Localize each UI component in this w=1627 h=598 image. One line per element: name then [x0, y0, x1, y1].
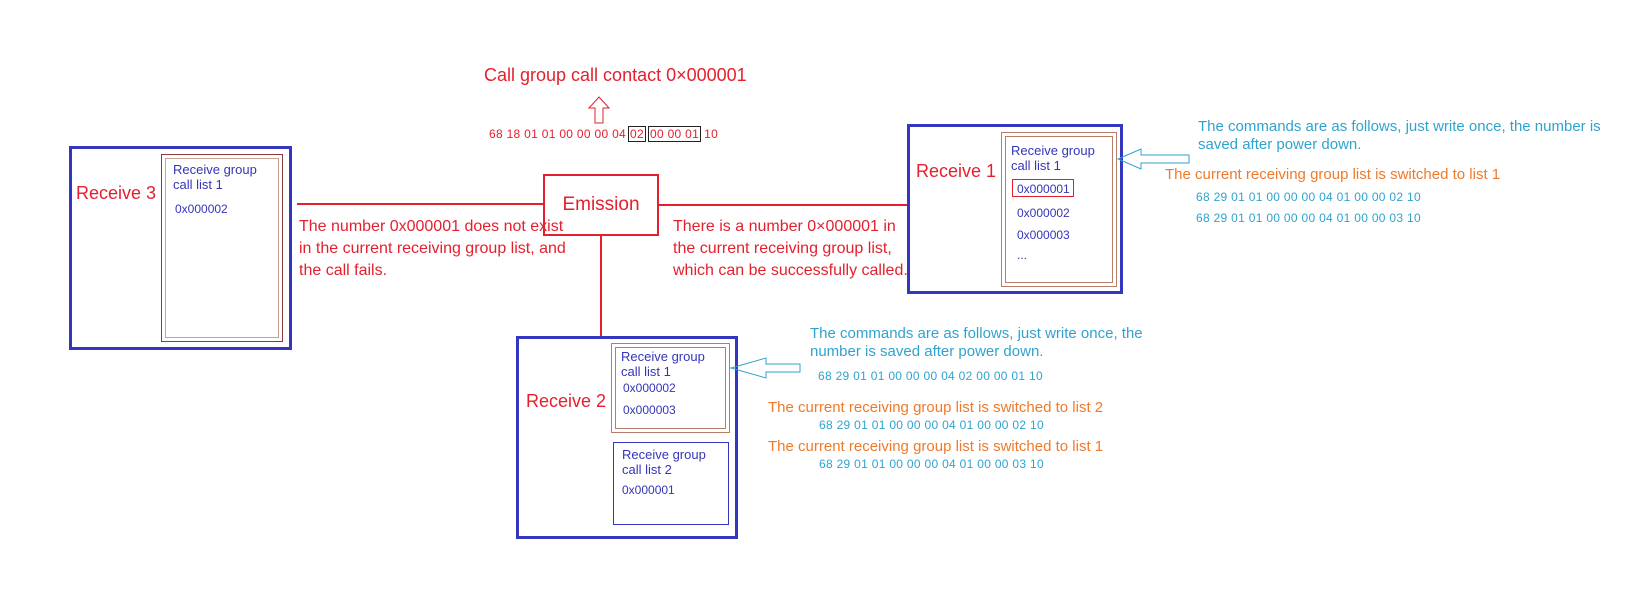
list-item: 0x000002	[1017, 206, 1070, 220]
receive1-command-note: The commands are as follows, just write …	[1198, 118, 1601, 153]
list-item: 0x000002	[623, 381, 676, 395]
receive1-cmd-2: 68 29 01 01 00 00 00 04 01 00 00 03 10	[1196, 211, 1421, 225]
emission-box: Emission	[543, 174, 659, 236]
receive2-switch2-note: The current receiving group list is swit…	[768, 399, 1104, 416]
receive2-list1: Receive group call list 1 0x000002 0x000…	[611, 343, 730, 433]
receive1-label: Receive 1	[916, 161, 997, 181]
receive1-list1: Receive group call list 1 0x000001 0x000…	[1001, 132, 1117, 287]
call-success-note: There is a number 0×000001 in the curren…	[673, 218, 908, 279]
receive1-cmd-1: 68 29 01 01 00 00 00 04 01 00 00 02 10	[1196, 190, 1421, 204]
receive2-cmd-switch2: 68 29 01 01 00 00 00 04 01 00 00 02 10	[819, 418, 1044, 432]
receive3-list1: Receive group call list 1 0x000002	[161, 154, 283, 342]
call-title: Call group call contact 0×000001	[484, 65, 747, 85]
list-item: 0x000003	[1017, 228, 1070, 242]
list-item: 0x000002	[175, 202, 228, 216]
call-fail-note: The number 0x000001 does not exist in th…	[299, 218, 566, 279]
receive2-list2: Receive group call list 2 0x000001	[613, 442, 729, 525]
link-down	[600, 236, 602, 336]
receive2-frame	[516, 336, 738, 539]
list-item: 0x000001	[622, 483, 675, 497]
emission-label: Emission	[562, 194, 640, 215]
receive1-switch-note: The current receiving group list is swit…	[1165, 166, 1501, 183]
receive2-label: Receive 2	[526, 391, 607, 411]
receive1-frame	[907, 124, 1123, 294]
left-arrow-icon	[729, 357, 801, 379]
link-left	[297, 203, 544, 205]
receive2-list1-title: Receive group call list 1	[621, 349, 705, 379]
command-suffix: 10	[704, 127, 719, 141]
receive2-switch1-note: The current receiving group list is swit…	[768, 438, 1104, 455]
receive1-list1-title: Receive group call list 1	[1011, 143, 1095, 173]
receive2-command-note: The commands are as follows, just write …	[810, 325, 1143, 360]
list-item: 0x000003	[623, 403, 676, 417]
list-item-highlighted: 0x000001	[1012, 179, 1074, 197]
receive2-cmd-save: 68 29 01 01 00 00 00 04 02 00 00 01 10	[818, 369, 1043, 383]
left-arrow-icon	[1116, 148, 1190, 170]
receive2-list2-title: Receive group call list 2	[622, 447, 706, 477]
command-prefix: 68 18 01 01 00 00 00 04	[489, 127, 627, 141]
list-item: ...	[1017, 248, 1028, 262]
receive3-list1-title: Receive group call list 1	[173, 162, 257, 192]
receive2-cmd-switch1: 68 29 01 01 00 00 00 04 01 00 00 03 10	[819, 457, 1044, 471]
up-arrow-icon	[587, 96, 611, 124]
command-list-byte: 02	[628, 126, 646, 142]
link-right	[659, 204, 909, 206]
receive3-frame	[69, 146, 292, 350]
command-number-bytes: 00 00 01	[647, 126, 702, 142]
receive3-label: Receive 3	[76, 183, 157, 203]
